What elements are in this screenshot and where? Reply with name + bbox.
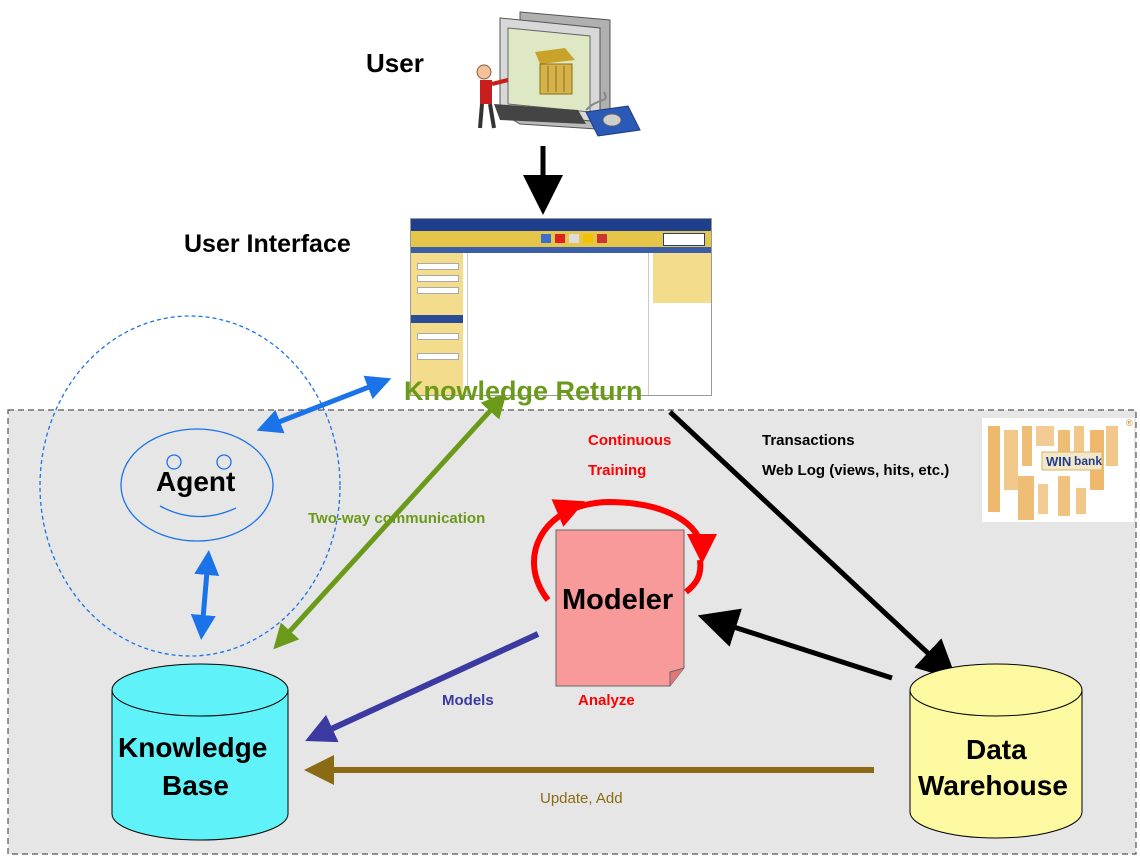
ui-field	[417, 263, 459, 270]
flag-icon	[597, 234, 607, 243]
agent-face-icon	[120, 428, 274, 542]
training-loop-tail	[684, 559, 704, 595]
two-way-communication-arrow	[273, 392, 507, 650]
analyze-label: Analyze	[578, 692, 635, 709]
transactions-arrow	[668, 410, 957, 681]
continuous-label: Continuous	[588, 432, 672, 449]
agent-kb-arrow	[190, 550, 220, 640]
transactions-label: Transactions	[762, 432, 855, 449]
data-warehouse-label-1: Data	[966, 734, 1027, 765]
update-add-label: Update, Add	[540, 790, 623, 807]
knowledge-return-label: Knowledge Return	[404, 376, 643, 406]
data-warehouse-label-2: Warehouse	[918, 770, 1068, 801]
flag-icon	[541, 234, 551, 243]
models-arrow	[305, 631, 540, 743]
ui-right-panel	[653, 253, 711, 303]
ui-field	[417, 333, 459, 340]
modeler-document	[555, 529, 685, 687]
ui-main	[467, 253, 649, 395]
web-log-label: Web Log (views, hits, etc.)	[762, 462, 950, 479]
user-label: User	[366, 48, 424, 78]
logo-bank-text: bank	[1074, 454, 1103, 468]
winbank-wordcloud-logo: WIN ®	[982, 418, 1134, 522]
ui-sidebar	[411, 253, 463, 395]
training-loop-arrow	[531, 498, 717, 602]
training-label: Training	[588, 462, 647, 479]
flag-icon	[555, 234, 565, 243]
user-computer-icon	[476, 11, 641, 137]
knowledge-base-cylinder	[111, 663, 289, 841]
ui-menubar	[411, 247, 711, 253]
training-loop-arrowhead	[551, 499, 586, 527]
knowledge-base-label-2: Base	[162, 770, 229, 801]
svg-text:WIN: WIN	[1046, 454, 1071, 469]
flag-icon	[569, 234, 579, 243]
dw-to-modeler-arrow	[697, 608, 893, 681]
ui-logo	[663, 233, 705, 246]
ui-field	[417, 275, 459, 282]
agent-label: Agent	[156, 466, 236, 497]
user-interface-label: User Interface	[184, 230, 351, 258]
ui-sidebar-bar	[411, 315, 463, 323]
ui-field	[417, 353, 459, 360]
two-way-label: Two-way communication	[308, 510, 486, 527]
ui-field	[417, 287, 459, 294]
user-interface-screenshot	[410, 218, 712, 396]
data-warehouse-cylinder	[909, 663, 1083, 839]
models-label: Models	[442, 692, 494, 709]
flag-icon	[583, 234, 593, 243]
modeler-label: Modeler	[562, 584, 674, 616]
knowledge-base-label-1: Knowledge	[118, 732, 268, 763]
svg-text:®: ®	[1126, 418, 1133, 428]
ui-titlebar	[411, 219, 711, 231]
